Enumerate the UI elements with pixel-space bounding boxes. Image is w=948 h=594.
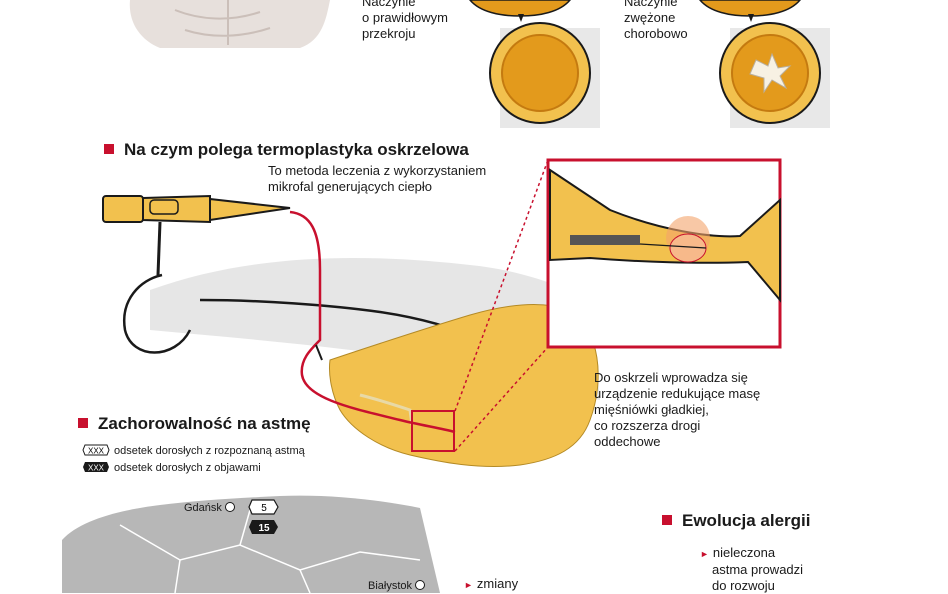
zoom-panel	[546, 158, 782, 349]
gdansk-value-outline: 5	[261, 503, 267, 514]
allergy-heading: Ewolucja alergii	[662, 511, 811, 531]
caption-narrowed-vessel: Naczynie zwężone chorobowo	[624, 0, 688, 41]
city-gdansk: Gdańsk	[184, 502, 235, 514]
red-arrow-icon: ►	[464, 580, 473, 590]
heading-bullet	[78, 418, 88, 428]
catheter-line	[289, 210, 456, 434]
legend-badge-text: XXX	[88, 447, 105, 456]
hexagon-outline-icon: XXX	[82, 444, 110, 456]
vessel-normal-cross-section	[489, 22, 600, 128]
asthma-heading: Zachorowalność na astmę	[78, 414, 311, 434]
bronchoscope-device	[102, 194, 291, 354]
heading-bullet	[104, 144, 114, 154]
thermoplasty-subtitle: To metoda leczenia z wykorzystaniem mikr…	[268, 163, 487, 194]
focus-box	[411, 410, 455, 452]
heading-bullet	[662, 515, 672, 525]
arrow-normal	[518, 14, 524, 22]
changes-note: ►zmiany	[464, 576, 519, 591]
torso-illustration	[129, 0, 330, 48]
caption-normal-vessel: Naczynie o prawidłowym przekroju	[362, 0, 448, 41]
zoom-leader-bottom	[454, 346, 549, 452]
vessel-normal-top	[469, 0, 571, 17]
legend-badge-text: XXX	[88, 464, 105, 473]
zoom-leader-top	[454, 159, 549, 412]
gdansk-values: 5 15	[248, 499, 279, 534]
city-dot-icon	[224, 502, 235, 512]
gdansk-value-filled: 15	[258, 523, 270, 534]
thermoplasty-heading: Na czym polega termoplastyka oskrzelowa	[104, 140, 469, 160]
vessel-narrowed-top	[699, 0, 801, 17]
poland-map	[62, 495, 440, 593]
city-dot-icon	[415, 580, 426, 590]
thermoplasty-description: Do oskrzeli wprowadza się urządzenie red…	[594, 370, 761, 449]
arrow-narrowed	[748, 14, 754, 22]
red-arrow-icon: ►	[700, 549, 709, 559]
vessel-narrowed-cross-section	[719, 22, 830, 128]
hexagon-filled-icon: XXX	[83, 462, 109, 473]
allergy-text: ►nieleczona astma prowadzi do rozwoju	[700, 545, 804, 593]
city-bialystok: Białystok	[368, 580, 426, 592]
